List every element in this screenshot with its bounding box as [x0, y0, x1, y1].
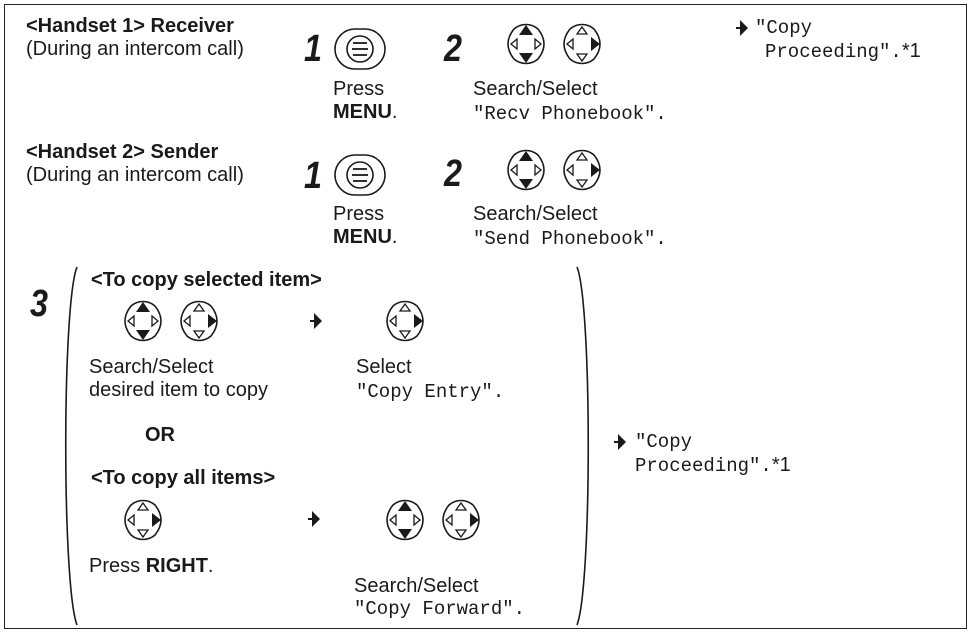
or-label: OR	[145, 424, 175, 446]
handset2-step1-press: Press	[333, 203, 385, 225]
selected-left-line2: desired item to copy	[89, 379, 268, 401]
left-bracket	[64, 266, 78, 626]
nav-up-down-icon[interactable]	[504, 148, 548, 192]
handset1-step2-item: "Recv Phonebook".	[473, 103, 667, 125]
handset1-step1-period: .	[391, 101, 398, 123]
all-right-line1: Search/Select	[354, 575, 479, 597]
handset2-title: <Handset 2> Sender	[26, 141, 219, 163]
handset1-title: <Handset 1> Receiver	[26, 15, 234, 37]
nav-up-down-icon[interactable]	[383, 498, 427, 542]
instruction-frame	[4, 4, 967, 629]
handset2-step1-key: MENU	[333, 226, 392, 248]
handset2-step2-number: 2	[444, 153, 462, 195]
menu-button-icon[interactable]	[333, 153, 387, 197]
handset2-step1-number: 1	[304, 155, 322, 197]
selected-item-heading: <To copy selected item>	[91, 269, 322, 291]
selected-left-line1: Search/Select	[89, 356, 214, 378]
step3-result-note: *1	[771, 454, 791, 476]
selected-right-line1: Select	[356, 356, 412, 378]
step3-result-line2: Proceeding".	[635, 455, 772, 477]
nav-up-down-icon[interactable]	[121, 299, 165, 343]
handset1-result-line2: Proceeding".	[765, 41, 902, 63]
handset1-step1-number: 1	[304, 28, 322, 70]
step3-number: 3	[30, 283, 48, 325]
arrow-right-icon	[613, 433, 627, 451]
right-bracket	[576, 266, 590, 626]
handset1-subtitle: (During an intercom call)	[26, 38, 244, 60]
all-right-line2: "Copy Forward".	[354, 598, 526, 620]
handset2-step1-period: .	[391, 226, 398, 248]
nav-right-icon[interactable]	[121, 498, 165, 542]
menu-button-icon[interactable]	[333, 27, 387, 71]
nav-right-icon[interactable]	[560, 148, 604, 192]
handset1-step1-key: MENU	[333, 101, 392, 123]
nav-right-icon[interactable]	[177, 299, 221, 343]
all-left-key: RIGHT	[145, 555, 208, 577]
selected-right-line2: "Copy Entry".	[356, 381, 505, 403]
handset1-step2-number: 2	[444, 28, 462, 70]
nav-up-down-icon[interactable]	[504, 22, 548, 66]
handset1-step2-label: Search/Select	[473, 78, 598, 100]
all-left-press: Press	[89, 555, 146, 577]
handset1-result-line1: "Copy	[755, 17, 813, 39]
handset2-step2-label: Search/Select	[473, 203, 598, 225]
arrow-right-icon	[309, 312, 323, 330]
handset1-result-note: *1	[901, 40, 921, 62]
step3-result-line1: "Copy	[635, 431, 693, 453]
arrow-right-icon	[307, 510, 321, 528]
arrow-right-icon	[735, 19, 749, 37]
all-left-period: .	[207, 555, 214, 577]
handset2-subtitle: (During an intercom call)	[26, 164, 244, 186]
all-items-heading: <To copy all items>	[91, 467, 276, 489]
handset1-step1-press: Press	[333, 78, 385, 100]
nav-right-icon[interactable]	[439, 498, 483, 542]
nav-right-icon[interactable]	[383, 299, 427, 343]
handset2-step2-item: "Send Phonebook".	[473, 228, 667, 250]
nav-right-icon[interactable]	[560, 22, 604, 66]
